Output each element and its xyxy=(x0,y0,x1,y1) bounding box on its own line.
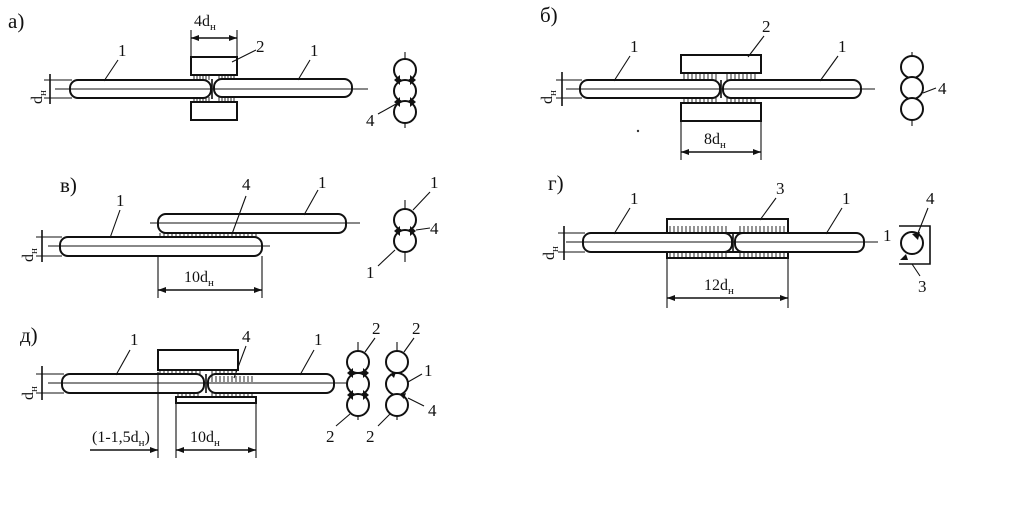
panel-a-leader-1 xyxy=(103,59,119,82)
panel-a-letter: а) xyxy=(8,9,24,33)
panel-d-section-callout-r4: 4 xyxy=(428,401,437,420)
panel-g-callout-1: 1 xyxy=(630,189,639,208)
panel-d-leader-1 xyxy=(115,349,131,376)
panel-g-weld-hatching xyxy=(669,226,785,258)
panel-a-leader-3 xyxy=(297,59,311,81)
panel-g-dim-bottom-label: 12dн xyxy=(704,277,734,297)
panel-g-angle-top xyxy=(666,218,789,234)
panel-v-section: 1 4 1 xyxy=(366,173,439,282)
panel-a-leader-2 xyxy=(231,49,257,63)
panel-g-leader-1 xyxy=(613,207,631,235)
panel-b-section-callout: 4 xyxy=(938,79,947,98)
panel-a-callout-3: 1 xyxy=(310,41,319,60)
panel-b-dim-diameter: dн xyxy=(539,72,582,106)
panel-a-plate-top xyxy=(190,56,238,76)
panel-b-leader-2 xyxy=(747,35,765,58)
panel-v-section-callout-bottom: 1 xyxy=(366,263,375,282)
panel-a-dim-top-label: 4dн xyxy=(194,13,216,33)
panel-v-leader-1 xyxy=(109,209,121,239)
panel-a-callout-2: 2 xyxy=(256,37,265,56)
panel-d-weld-hatching xyxy=(159,370,253,397)
panel-d-dim-diameter: dн xyxy=(20,366,64,400)
panel-d-section-callout-r1: 1 xyxy=(424,361,433,380)
panel-g-section-callout-4: 4 xyxy=(926,189,935,208)
panel-b-plate-top xyxy=(680,54,762,74)
panel-g-dim-bottom: 12dн xyxy=(666,258,789,308)
panel-b-dim-bottom: 8dн xyxy=(680,121,762,160)
panel-v-weld-hatching xyxy=(159,233,257,237)
panel-a-dim-top: 4dн xyxy=(190,13,238,57)
panel-b-callout-1: 1 xyxy=(630,37,639,56)
panel-d-callout-1: 1 xyxy=(130,330,139,349)
panel-d-dia-label: dн xyxy=(20,386,40,400)
panel-d-dim-left-label: (1-1,5dн) xyxy=(92,429,150,449)
panel-d-leader-2 xyxy=(233,345,247,379)
panel-v-leader-3 xyxy=(303,189,319,216)
panel-g-dim-diameter: dн xyxy=(541,226,585,260)
panel-v-dim-bottom: 10dн xyxy=(157,256,263,298)
panel-v-callout-2: 4 xyxy=(242,175,251,194)
panel-d-section-callout-tr: 2 xyxy=(412,319,421,338)
panel-v-callout-1: 1 xyxy=(116,191,125,210)
panel-d-plate-top xyxy=(157,349,239,371)
panel-d-callout-2: 4 xyxy=(242,327,251,346)
panel-g-letter: г) xyxy=(548,171,564,195)
panel-d-section-right: 2 1 4 2 xyxy=(366,319,437,446)
panel-d-letter: д) xyxy=(20,323,38,347)
panel-b-dia-label: dн xyxy=(539,90,559,104)
panel-d-section-callout-br: 2 xyxy=(366,427,375,446)
panel-g-section: 4 1 3 xyxy=(883,189,935,296)
panel-g-dia-label: dн xyxy=(541,246,561,260)
panel-g-section-callout-1: 1 xyxy=(883,226,892,245)
panel-a: а) 4dн dн 1 xyxy=(8,9,417,130)
panel-v: в) 10dн dн 1 4 1 xyxy=(20,173,439,298)
panel-d-dim-bottom: (1-1,5dн) 10dн xyxy=(90,372,257,458)
panel-g-leader-2 xyxy=(759,197,777,221)
panel-b-callout-2: 2 xyxy=(762,17,771,36)
panel-d-plate-bottom xyxy=(175,396,257,404)
panel-g-callout-3: 1 xyxy=(842,189,851,208)
scan-dot xyxy=(636,129,640,133)
panel-b-weld-hatching xyxy=(683,73,756,103)
panel-b-callout-3: 1 xyxy=(838,37,847,56)
panel-a-section-callout: 4 xyxy=(366,111,375,130)
panel-v-dim-diameter: dн xyxy=(20,230,62,262)
panel-a-section: 4 xyxy=(366,52,417,130)
panel-d-dim-right-label: 10dн xyxy=(190,429,220,449)
panel-a-plate-bottom xyxy=(190,101,238,121)
panel-v-callout-3: 1 xyxy=(318,173,327,192)
panel-a-weld-hatching xyxy=(193,75,235,102)
panel-a-bar-right xyxy=(213,78,353,98)
panel-g-leader-3 xyxy=(825,207,843,235)
panel-a-callout-1: 1 xyxy=(118,41,127,60)
panel-g: г) 12dн dн 1 3 1 xyxy=(541,171,935,308)
panel-v-section-callout-mid: 4 xyxy=(430,219,439,238)
panel-d-callout-3: 1 xyxy=(314,330,323,349)
panel-d-section-left: 2 2 xyxy=(326,319,381,446)
panel-b-dim-bottom-label: 8dн xyxy=(704,131,726,151)
panel-d-section-callout-tl: 2 xyxy=(372,319,381,338)
panel-b-leader-3 xyxy=(819,55,839,82)
panel-g-angle-bottom xyxy=(666,251,789,259)
panel-d-section-callout-bl: 2 xyxy=(326,427,335,446)
panel-v-section-callout-top: 1 xyxy=(430,173,439,192)
panel-g-callout-2: 3 xyxy=(776,179,785,198)
panel-d: д) dн (1-1,5dн) 10dн 1 xyxy=(20,319,437,458)
panel-b-letter: б) xyxy=(540,3,558,27)
panel-b: б) 8dн dн 1 2 1 xyxy=(539,3,947,160)
panel-v-dim-bottom-label: 10dн xyxy=(184,269,214,289)
panel-v-letter: в) xyxy=(60,173,77,197)
panel-b-section: 4 xyxy=(900,52,947,126)
panel-a-dim-diameter: dн xyxy=(29,74,72,104)
panel-d-leader-3 xyxy=(299,349,315,376)
panel-g-section-callout-3: 3 xyxy=(918,277,927,296)
panel-b-plate-bottom xyxy=(680,102,762,122)
panel-a-dia-label: dн xyxy=(29,90,49,104)
panel-b-leader-1 xyxy=(613,55,631,82)
panel-v-dia-label: dн xyxy=(20,248,40,262)
panel-v-leader-2 xyxy=(231,195,247,235)
